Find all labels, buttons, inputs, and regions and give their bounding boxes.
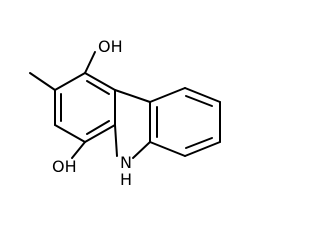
bond-lines	[29, 51, 221, 159]
chemical-structure: OH OH N H	[29, 37, 221, 189]
double-bond-line	[86, 120, 110, 135]
bond	[132, 141, 151, 159]
nitrogen-label: N	[120, 153, 132, 172]
hydroxyl-bond	[71, 141, 86, 159]
nitrogen-hydrogen-label: H	[120, 170, 132, 189]
hydroxyl-top-label: OH	[98, 37, 123, 56]
hydroxyl-bottom-label: OH	[52, 157, 77, 176]
bond	[149, 141, 186, 157]
bond	[114, 89, 151, 103]
bond	[84, 72, 116, 91]
double-bond-line	[185, 137, 213, 149]
bond	[54, 124, 86, 143]
hydroxyl-bond	[84, 51, 96, 74]
bond	[54, 72, 86, 91]
bond	[184, 141, 221, 157]
double-bond-line	[86, 80, 110, 95]
bond	[84, 124, 116, 143]
bond	[149, 87, 186, 103]
bond	[114, 124, 118, 157]
bond	[184, 87, 221, 103]
methyl-bond	[29, 72, 56, 91]
double-bond-line	[185, 95, 213, 107]
